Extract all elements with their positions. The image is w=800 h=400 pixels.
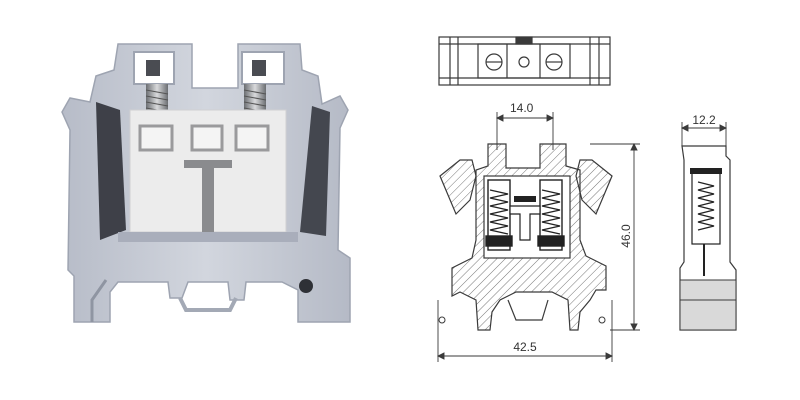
side-view-drawing: 12.2 — [679, 113, 737, 331]
top-view-center-hole — [518, 56, 530, 68]
front-view-left-clamp — [485, 179, 513, 251]
front-view-right-clamp — [537, 179, 565, 251]
front-view-drawing: 14.0 46.0 42.5 — [436, 101, 640, 362]
front-view-busbar — [509, 205, 541, 241]
test-hole — [299, 279, 313, 293]
housing-left-wall — [96, 102, 126, 240]
dimension-height-label: 46.0 — [619, 224, 633, 248]
product-photo — [61, 43, 351, 323]
dimension-pitch-label: 14.0 — [510, 101, 534, 115]
insert-t-slot — [184, 160, 232, 232]
dimension-width-label: 42.5 — [513, 340, 537, 354]
housing-right-wall — [300, 106, 330, 236]
dimension-thickness-label: 12.2 — [692, 113, 716, 127]
top-view-drawing — [438, 36, 611, 86]
